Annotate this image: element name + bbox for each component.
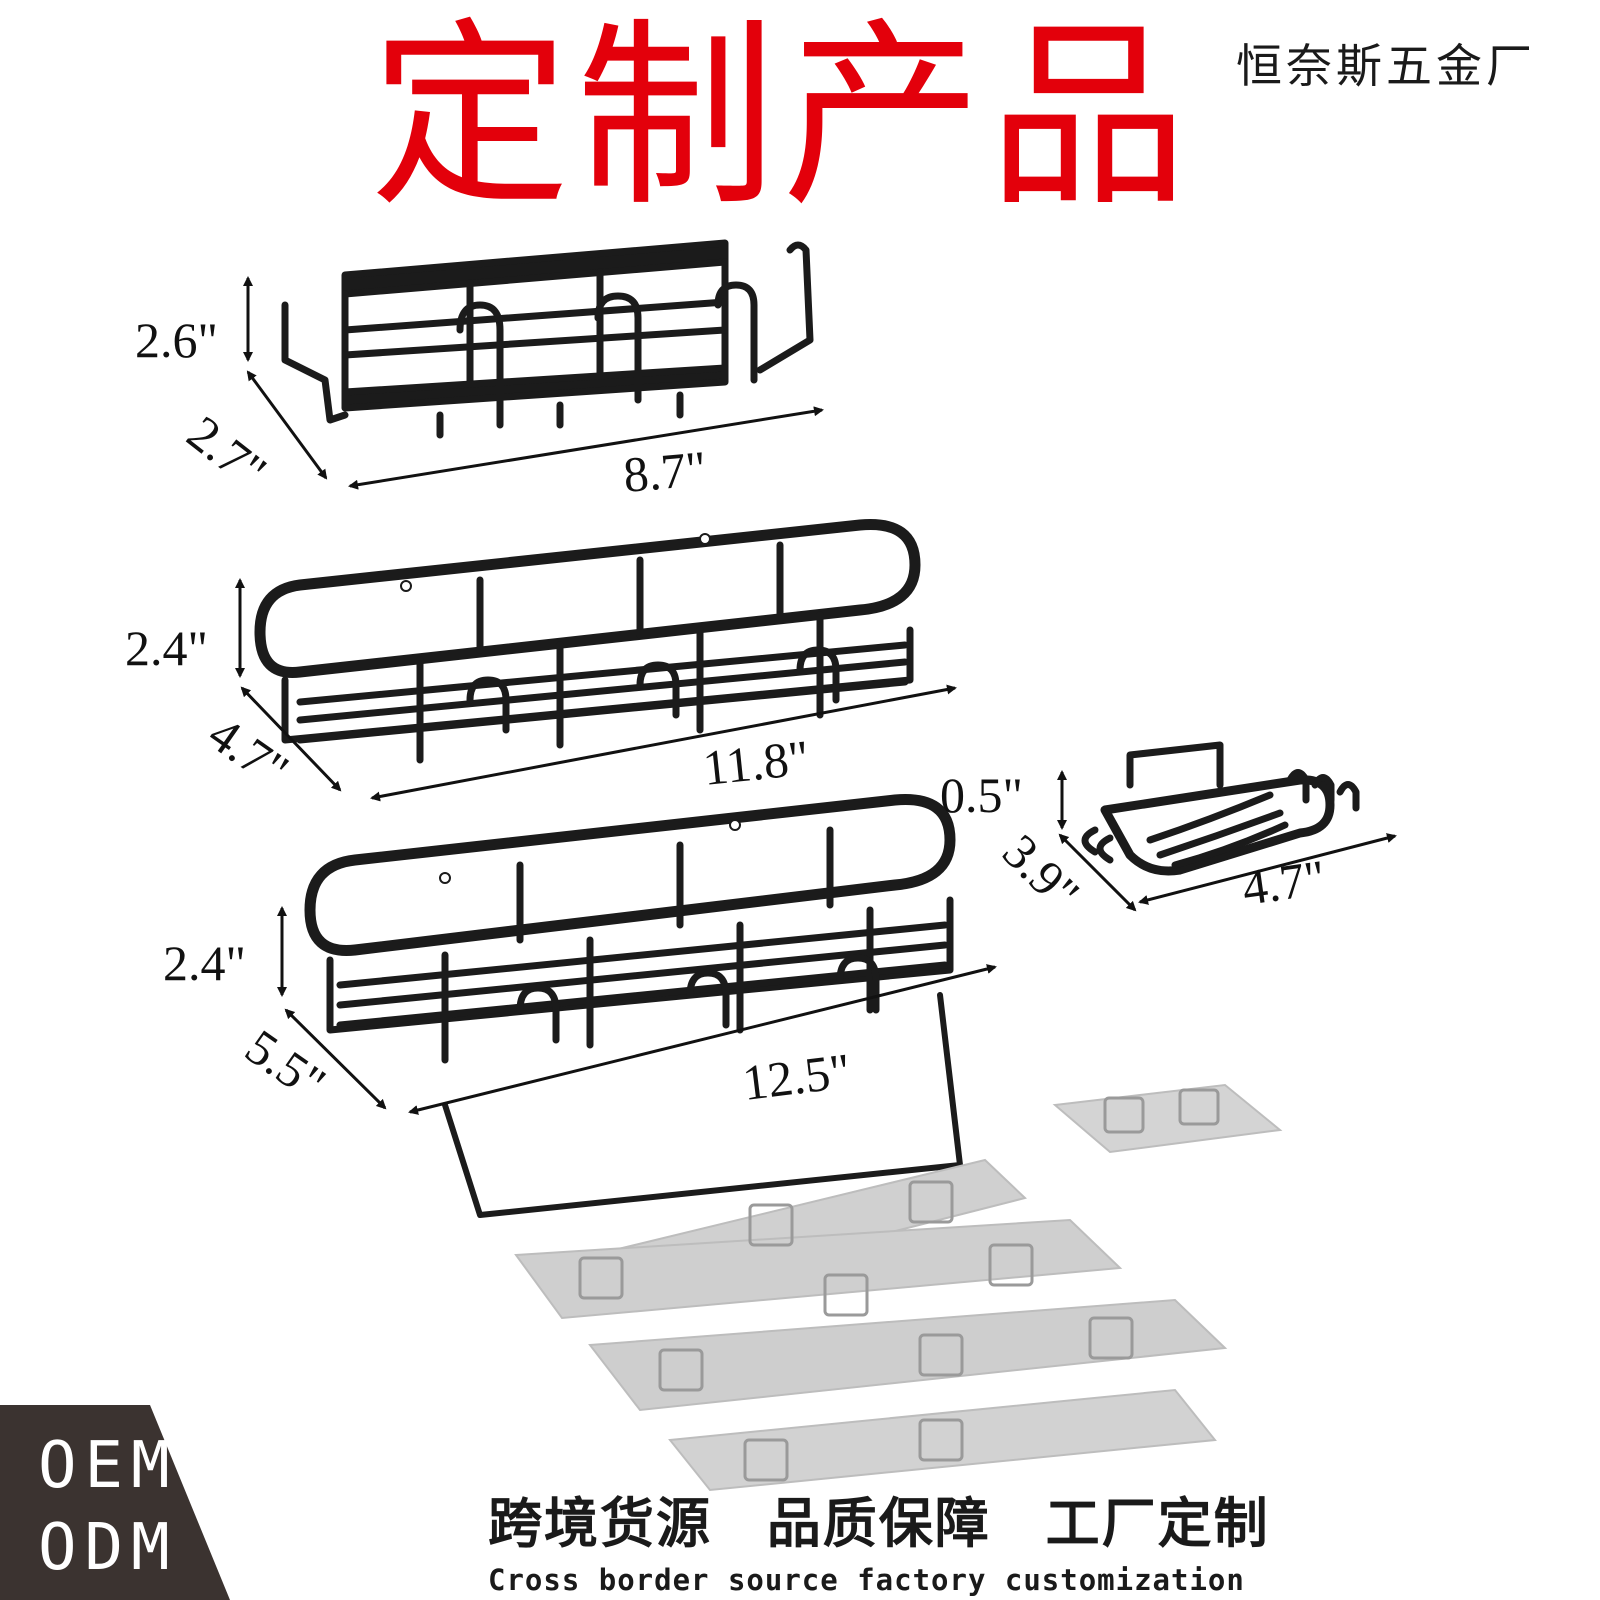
headline: 定制产品: [370, 1, 1195, 234]
rack4-height-label: 0.5": [940, 767, 1023, 823]
basket-rack-medium: [254, 519, 921, 764]
adhesive-strips: [514, 1083, 1283, 1492]
rack1-depth-label: 2.7": [177, 405, 277, 500]
adhesive-hooks: [578, 1088, 1220, 1482]
badge-oem-text: OEM: [38, 1429, 178, 1503]
rack4-dimension-arrows: [1057, 770, 1397, 912]
badge-odm-text: ODM: [38, 1511, 178, 1585]
slogan-part-3: 工厂定制: [1045, 1492, 1270, 1555]
rack3-dimension-arrows: [277, 906, 997, 1115]
basket-rack-large: [304, 794, 963, 1218]
rack1-height-label: 2.6": [135, 312, 218, 368]
slogan-english: Cross border source factory customizatio…: [488, 1563, 1245, 1597]
rack3-depth-label: 5.5": [236, 1018, 336, 1111]
adhesive-strip: [514, 1218, 1123, 1320]
adhesive-strip: [588, 1298, 1228, 1412]
rack4-length-label: 4.7": [1239, 849, 1329, 916]
adhesive-strip-small: [1052, 1083, 1283, 1154]
rack3-height-label: 2.4": [163, 935, 246, 991]
sponge-caddy-rack: [281, 239, 814, 439]
factory-name: 恒奈斯五金厂: [1236, 39, 1536, 93]
rack1-dimension-arrows: [243, 276, 824, 490]
rack3-length-label: 12.5": [740, 1042, 854, 1111]
slogan-part-1: 跨境货源: [488, 1492, 712, 1555]
rack1-length-label: 8.7": [621, 440, 708, 503]
rack2-length-label: 11.8": [700, 729, 811, 796]
rack2-dimension-arrows: [235, 578, 957, 802]
rack4-depth-label: 3.9": [992, 823, 1090, 921]
adhesive-strip: [668, 1388, 1217, 1492]
slogan-chinese: 跨境货源 品质保障 工厂定制: [488, 1492, 1304, 1556]
slogan-part-2: 品质保障: [766, 1492, 991, 1555]
rack2-height-label: 2.4": [125, 620, 208, 676]
